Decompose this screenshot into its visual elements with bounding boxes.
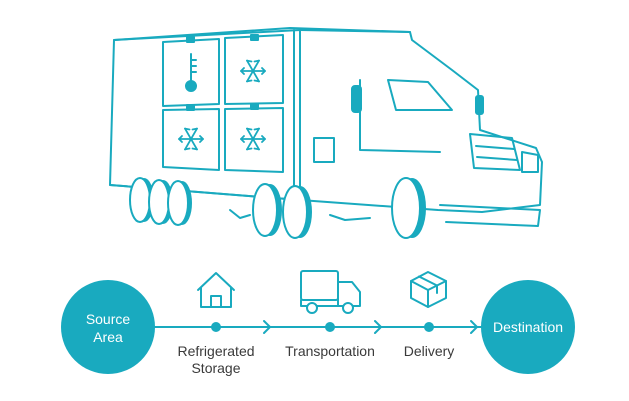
arrow-icon: [263, 320, 271, 334]
snowflake-icon: [178, 127, 204, 151]
flow-node-refrigerated-storage: [211, 322, 221, 332]
cab-panel: [313, 137, 335, 163]
flow-node-delivery: [424, 322, 434, 332]
snowflake-icon: [240, 127, 266, 151]
snowflake-icon: [240, 59, 266, 83]
stage-label-delivery: Delivery: [403, 343, 455, 359]
stage-label-refrigerated-storage: Refrigerated Storage: [177, 343, 255, 376]
arrow-icon: [470, 320, 478, 334]
destination-circle: [481, 280, 575, 374]
destination-label: Destination: [492, 319, 564, 335]
compartment-snowflake-bottom-left: [162, 108, 220, 171]
trailer-compartments: [162, 34, 284, 173]
compartment-snowflake-bottom-right: [224, 107, 284, 173]
cab-window: [387, 79, 453, 111]
delivery-truck-icon: [300, 270, 361, 314]
source-area-label: Source Area: [85, 311, 131, 345]
house-icon: [197, 272, 235, 308]
arrow-icon: [374, 320, 382, 334]
truck-cab: [299, 29, 543, 227]
refrigerated-truck-illustration: [109, 27, 543, 239]
compartment-thermometer: [162, 38, 220, 107]
package-box-icon: [410, 271, 447, 308]
compartment-snowflake-top: [224, 34, 284, 105]
source-area-circle: [61, 280, 155, 374]
front-grille: [469, 133, 521, 171]
thermometer-icon: [185, 53, 197, 92]
trailer-body: [109, 29, 301, 201]
flow-node-transportation: [325, 322, 335, 332]
stage-label-transportation: Transportation: [285, 343, 375, 359]
flow-line: [149, 320, 489, 334]
truck-wheels: [129, 177, 426, 239]
